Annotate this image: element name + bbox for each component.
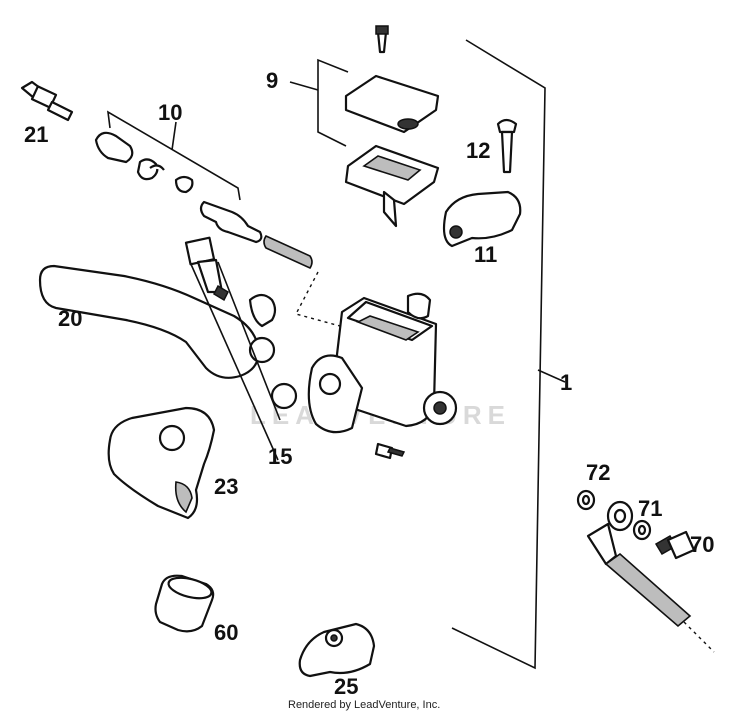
label-part-72: 72: [586, 460, 610, 485]
label-part-15: 15: [268, 444, 292, 469]
part-15-pivot-bolt: [184, 236, 298, 461]
label-part-70: 70: [690, 532, 714, 557]
part-11-clamp: [442, 190, 522, 248]
credit-text: Rendered by LeadVenture, Inc.: [288, 699, 440, 711]
label-part-12: 12: [466, 138, 490, 163]
label-part-1: 1: [560, 370, 572, 395]
part-71-washer: [632, 519, 652, 541]
part-12-screw: [496, 118, 518, 174]
label-part-9: 9: [266, 68, 278, 93]
label-part-20: 20: [58, 306, 82, 331]
small-screw-body: [374, 442, 406, 460]
part-25-clamp: [298, 622, 376, 678]
part-23-perch: [107, 406, 216, 520]
part-10-seal-kit: [94, 110, 313, 270]
part-72-washer: [576, 489, 596, 511]
part-9-cover: [289, 25, 440, 228]
master-cylinder-body: [294, 271, 458, 434]
hose-fitting: [586, 500, 715, 653]
label-part-25: 25: [334, 674, 358, 699]
label-part-23: 23: [214, 474, 238, 499]
label-part-60: 60: [214, 620, 238, 645]
label-part-11: 11: [474, 242, 497, 267]
label-part-21: 21: [24, 122, 48, 147]
part-21-bleeder: [20, 80, 74, 122]
part-60-sleeve: [154, 574, 215, 633]
label-part-10: 10: [158, 100, 182, 125]
assembly-bracket: [451, 39, 566, 670]
part-70-banjo-bolt: [654, 530, 696, 560]
part-20-lever: [38, 264, 277, 379]
label-part-71: 71: [638, 496, 662, 521]
